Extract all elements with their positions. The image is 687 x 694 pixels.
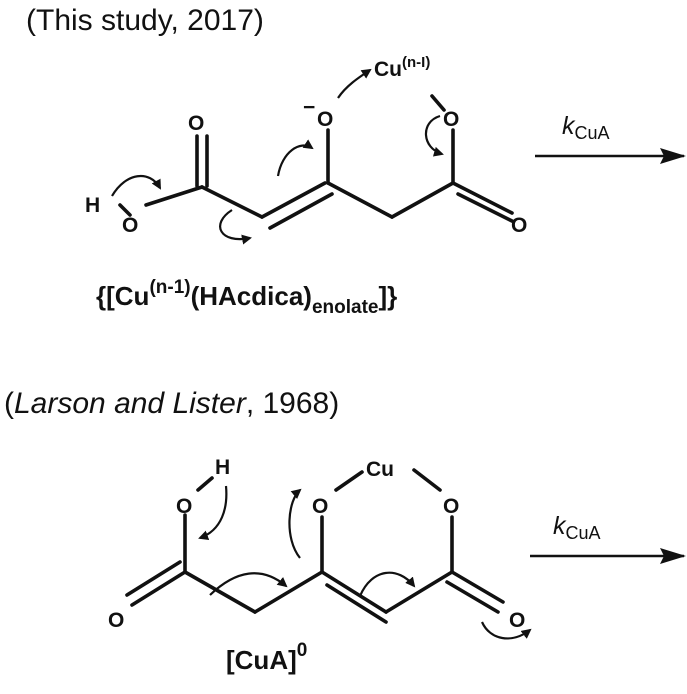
bottom-o-enol: O [312,495,328,518]
bottom-copper-atom: Cu [366,458,394,481]
bottom-o-carbonyl-left: O [108,609,124,632]
top-o-carbonyl-right: O [511,214,527,237]
bottom-complex-label: [CuA]0 [226,640,307,675]
bottom-scheme: (Larson and Lister, 1968) H O O O Cu O O [4,387,686,675]
top-o-enolate: O [317,108,333,131]
top-caption: (This study, 2017) [26,4,264,37]
top-copper-atom: Cu(n-I) [374,54,430,81]
bottom-molecule-bonds [125,468,505,624]
top-o-bridge: O [443,108,459,131]
top-rate-constant: kCuA [562,112,610,143]
top-scheme: (This study, 2017) O H O − O Cu(n-I) O O [26,4,686,318]
top-minus-sign: − [303,96,315,119]
bottom-h-acid: H [215,456,230,479]
bottom-rate-constant: kCuA [553,512,601,543]
bottom-o-carbonyl-right: O [509,609,525,632]
bottom-electron-arrows [198,485,532,640]
bottom-o-acid: O [176,495,192,518]
bottom-o-bridge: O [443,495,459,518]
top-electron-arrows [111,68,444,245]
top-molecule-bonds [118,94,514,230]
top-complex-label: {[Cu(n-1)(HAcdica)enolate]} [96,277,397,318]
bottom-caption: (Larson and Lister, 1968) [4,387,339,420]
top-h-acid: H [85,194,100,217]
top-o-carbonyl-left: O [188,112,204,135]
top-o-acid: O [122,214,138,237]
